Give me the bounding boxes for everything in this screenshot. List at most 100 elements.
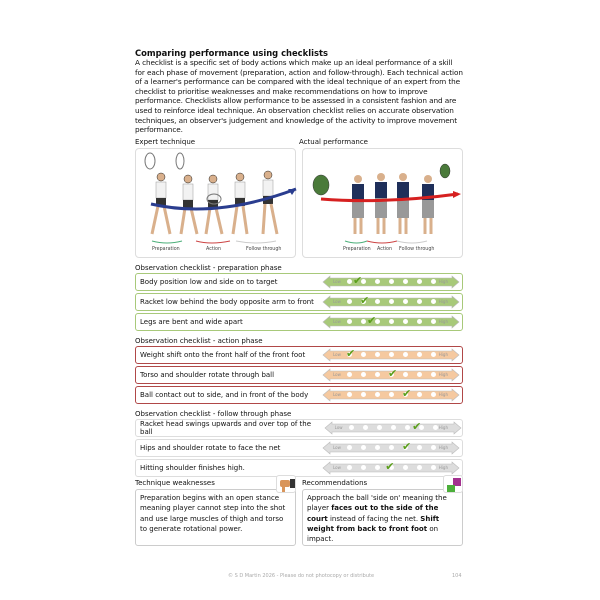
scale-dot (361, 319, 366, 325)
scale-low-label: Low (334, 424, 343, 430)
scale-low-label: Low (333, 298, 341, 304)
copyright: © S D Martin 2026 - Please do not photoc… (228, 573, 375, 579)
scale-high-label: High (438, 464, 448, 470)
scale-high-label: High (438, 278, 448, 284)
scale-dot (389, 445, 394, 451)
check-mark-icon: ✔ (388, 366, 398, 380)
puzzle-icon (443, 474, 463, 493)
scale-dot (361, 299, 366, 305)
scale-dot (389, 319, 394, 325)
expert-caption: Expert technique (135, 137, 196, 146)
scale-high-label: High (438, 424, 448, 430)
scale-low-label: Low (333, 351, 341, 357)
checklist-row: Body position low and side on to target L… (135, 272, 463, 291)
scale-low-label: Low (333, 371, 341, 377)
actual-performance-image: Preparation Action Follow through (302, 147, 463, 258)
scale-low-label: Low (333, 278, 341, 284)
scale-dot (375, 445, 380, 451)
check-mark-icon: ✔ (412, 419, 422, 433)
scale-high-label: High (438, 351, 448, 357)
phase-label: Action (206, 246, 222, 252)
phase-label: Follow through (399, 246, 435, 252)
scale-dot (390, 425, 396, 431)
scale-dot (347, 465, 352, 471)
scale-dot (417, 445, 422, 451)
scale-dot (403, 299, 408, 305)
weaknesses-title: Technique weaknesses (135, 478, 215, 487)
recommendations-text: Approach the ball 'side on' meaning the … (302, 488, 463, 546)
expert-technique-image: Preparation Action Follow through (135, 147, 297, 258)
scale-high-label: High (438, 391, 448, 397)
scale-dot (403, 279, 408, 285)
scale-dot (347, 299, 352, 305)
scale-dot (431, 319, 436, 325)
checklist-row: Hips and shoulder rotate to face the net… (135, 438, 463, 457)
scale-dot (431, 392, 436, 398)
scale-dot (417, 299, 422, 305)
phase-label: Preparation (152, 246, 180, 252)
scale-dot (417, 352, 422, 358)
section-title: Observation checklist - action phase (135, 336, 263, 345)
scale-dot (389, 465, 394, 471)
scale-dot (389, 372, 394, 378)
scale-dot (347, 445, 352, 451)
technique-weaknesses-box: Technique weaknesses Preparation begins … (135, 474, 296, 546)
check-mark-icon: ✔ (346, 346, 356, 360)
scale-dot (347, 319, 352, 325)
scale-dot (375, 372, 380, 378)
scale-high-label: High (438, 318, 448, 324)
scale-dot (375, 392, 380, 398)
scale-dot (347, 372, 352, 378)
scale-high-label: High (438, 298, 448, 304)
scale-dot (418, 425, 424, 431)
scale-dot (431, 299, 436, 305)
scale-dot (347, 279, 352, 285)
checklist-item-text: Legs are bent and wide apart (140, 317, 243, 326)
checklist-row: Weight shift onto the front half of the … (135, 345, 463, 364)
scale-dot (347, 352, 352, 358)
phase-label: Action (377, 246, 393, 252)
scale-dot (404, 425, 410, 431)
scale-dot (361, 392, 366, 398)
rating-scale: Low High ✔ (322, 366, 460, 382)
scale-dot (417, 392, 422, 398)
scale-dot (361, 465, 366, 471)
scale-dot (417, 372, 422, 378)
scale-dot (389, 352, 394, 358)
scale-dot (431, 279, 436, 285)
scale-dot (403, 445, 408, 451)
scale-dot (375, 465, 380, 471)
page-title: Comparing performance using checklists (135, 48, 328, 58)
scale-dot (375, 279, 380, 285)
scale-low-label: Low (333, 444, 341, 450)
scale-dot (375, 352, 380, 358)
page-content: Comparing performance using checklists A… (135, 48, 463, 546)
checklist-row: Ball contact out to side, and in front o… (135, 385, 463, 404)
scale-dot (403, 319, 408, 325)
scale-dot (389, 279, 394, 285)
scale-dot (389, 299, 394, 305)
intro-paragraph: A checklist is a specific set of body ac… (135, 58, 463, 135)
checklist-row: Racket low behind the body opposite arm … (135, 292, 463, 311)
check-mark-icon: ✔ (353, 273, 363, 287)
check-mark-icon: ✔ (402, 386, 412, 400)
rating-scale: Low High ✔ (322, 346, 460, 362)
checklist-item-text: Weight shift onto the front half of the … (140, 350, 306, 359)
section-title: Observation checklist - follow through p… (135, 409, 292, 418)
checklist-item-text: Hips and shoulder rotate to face the net (140, 443, 281, 452)
scale-dot (431, 465, 436, 471)
scale-dot (361, 372, 366, 378)
scale-dot (375, 299, 380, 305)
actual-caption: Actual performance (299, 137, 368, 146)
section-title: Observation checklist - preparation phas… (135, 263, 282, 272)
recommendations-title: Recommendations (302, 478, 368, 487)
scale-dot (431, 372, 436, 378)
checklist-item-text: Body position low and side on to target (140, 277, 278, 286)
scale-high-label: High (438, 371, 448, 377)
rating-scale: Low High ✔ (322, 273, 460, 289)
scale-dot (403, 352, 408, 358)
scale-dot (431, 445, 436, 451)
